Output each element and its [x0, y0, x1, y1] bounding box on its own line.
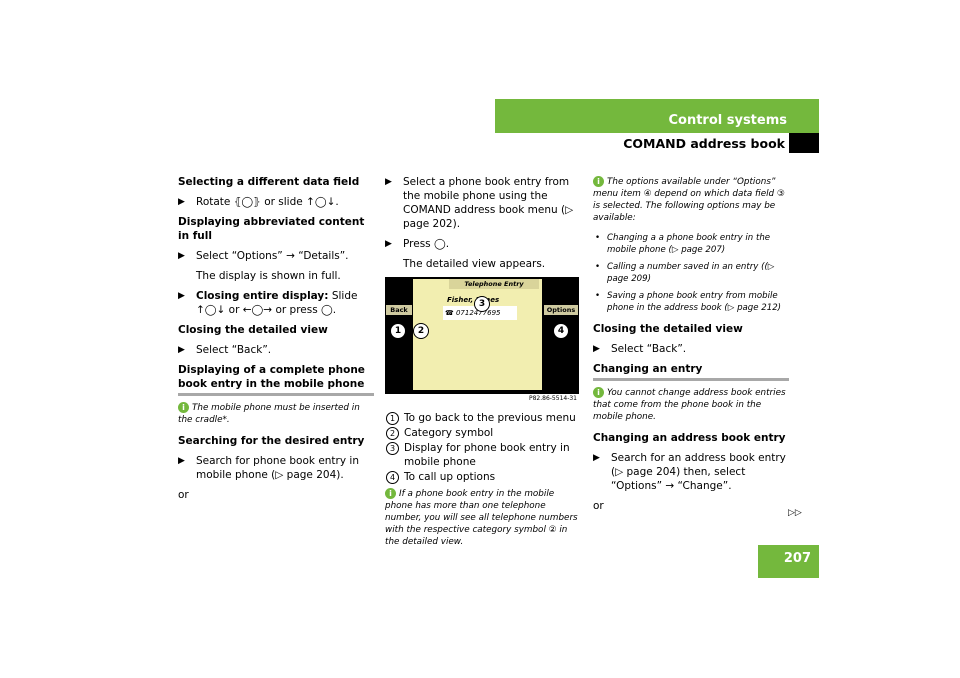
- heading-abbreviated-content: Displaying abbreviated content in full: [178, 216, 365, 242]
- callout-number: 1: [386, 412, 399, 425]
- arrow-icon: ▶: [593, 344, 600, 354]
- option-item: Saving a phone book entry from mobile ph…: [593, 290, 789, 314]
- info-text: If a phone book entry in the mobile phon…: [385, 489, 578, 547]
- arrow-icon: ▶: [385, 177, 392, 187]
- callout-1: 1: [390, 323, 406, 339]
- arrow-icon: ▶: [178, 197, 185, 207]
- telephone-entry-title: Telephone Entry: [449, 279, 539, 289]
- arrow-icon: ▶: [178, 291, 185, 301]
- info-icon: i: [593, 387, 604, 398]
- step-select-back: ▶ Select “Back”.: [178, 343, 374, 357]
- or-text: or: [178, 489, 189, 501]
- legend-text: To call up options: [404, 471, 496, 483]
- section-rule: [593, 378, 789, 381]
- legend-item: 2 Category symbol: [385, 426, 581, 440]
- result-text: The display is shown in full.: [196, 270, 341, 282]
- section-title: Control systems: [668, 113, 787, 128]
- step-rotate: ▶ Rotate ⦃◯⦄ or slide ↑◯↓.: [178, 195, 374, 209]
- step-text: Select a phone book entry from the mobil…: [403, 176, 574, 230]
- step-text: Select “Options” → “Details”.: [196, 250, 349, 262]
- section-rule: [178, 393, 374, 396]
- step-select-entry: ▶ Select a phone book entry from the mobi…: [385, 175, 581, 231]
- info-icon: i: [593, 176, 604, 187]
- subsection-title: COMAND address book: [623, 136, 785, 151]
- arrow-icon: ▶: [178, 251, 185, 261]
- callout-3: 3: [474, 296, 490, 312]
- arrow-icon: ▶: [178, 456, 185, 466]
- legend-item: 4 To call up options: [385, 470, 581, 484]
- options-list: Changing a a phone book entry in the mob…: [593, 232, 789, 314]
- heading-change-address-entry: Changing an address book entry: [593, 432, 786, 444]
- info-text: You cannot change address book entries t…: [593, 388, 786, 422]
- result-text: The detailed view appears.: [403, 258, 546, 270]
- step-press: ▶ Press ◯.: [385, 237, 581, 251]
- column-2: ▶ Select a phone book entry from the mobi…: [385, 175, 581, 556]
- page-number-box: 207: [758, 545, 819, 578]
- legend-text: Category symbol: [404, 427, 494, 439]
- or-text: or: [593, 500, 604, 512]
- phone-number-text: 0712477695: [455, 309, 501, 317]
- callout-2: 2: [413, 323, 429, 339]
- option-item: Calling a number saved in an entry ((▷ p…: [593, 261, 789, 285]
- back-softkey: Back: [386, 305, 412, 315]
- legend-text: To go back to the previous menu: [404, 412, 576, 424]
- step-text: Rotate ⦃◯⦄ or slide ↑◯↓.: [196, 196, 339, 208]
- options-softkey: Options: [544, 305, 578, 315]
- step-text: Select “Back”.: [611, 343, 687, 355]
- callout-number: 4: [386, 471, 399, 484]
- step-text: Search for phone book entry in mobile ph…: [196, 455, 359, 481]
- image-caption: P82.86-5514-31: [528, 395, 577, 402]
- info-text: The mobile phone must be inserted in the…: [178, 403, 360, 425]
- contact-name: Fisher, James: [447, 296, 500, 304]
- continued-marker: ▷▷: [788, 508, 802, 518]
- step-select-details: ▶ Select “Options” → “Details”.: [178, 249, 374, 263]
- heading-close-detailed-view: Closing the detailed view: [593, 323, 743, 335]
- step-text: Press ◯.: [403, 238, 450, 250]
- heading-search-entry: Searching for the desired entry: [178, 435, 365, 447]
- step-search-change: ▶ Search for an address book entry (▷ pag…: [593, 451, 789, 493]
- info-text: The options available under “Options” me…: [593, 177, 785, 223]
- step-close-display: ▶ Closing entire display: Slide ↑◯↓ or ←◯…: [178, 289, 374, 317]
- info-icon: i: [385, 488, 396, 499]
- info-icon: i: [178, 402, 189, 413]
- step-text: Select “Back”.: [196, 344, 272, 356]
- legend-text: Display for phone book entry in mobile p…: [404, 442, 570, 468]
- detailed-view-screenshot: Telephone Entry Fisher, James ☎ 07124776…: [385, 277, 579, 402]
- callout-number: 2: [386, 427, 399, 440]
- step-text: Slide ↑◯↓ or ←◯→ or press ◯.: [196, 290, 358, 316]
- arrow-icon: ▶: [593, 453, 600, 463]
- header-tab-marker: [789, 133, 819, 153]
- step-search: ▶ Search for phone book entry in mobile p…: [178, 454, 374, 482]
- legend-item: 3 Display for phone book entry in mobile …: [385, 441, 581, 469]
- step-bold-text: Closing entire display:: [196, 290, 329, 302]
- arrow-icon: ▶: [385, 239, 392, 249]
- heading-select-data-field: Selecting a different data field: [178, 176, 360, 188]
- legend-item: 1 To go back to the previous menu: [385, 411, 581, 425]
- screen-area: Telephone Entry Fisher, James ☎ 07124776…: [413, 279, 542, 390]
- arrow-icon: ▶: [178, 345, 185, 355]
- heading-close-detailed-view: Closing the detailed view: [178, 324, 328, 336]
- callout-4: 4: [553, 323, 569, 339]
- section-header-bar: Control systems: [495, 99, 819, 133]
- page-number: 207: [783, 551, 811, 566]
- step-select-back: ▶ Select “Back”.: [593, 342, 789, 356]
- category-icon: ☎: [445, 309, 456, 317]
- legend-list: 1 To go back to the previous menu 2 Catego…: [385, 411, 581, 484]
- step-text: Search for an address book entry (▷ page…: [611, 452, 786, 492]
- subsection-bar: COMAND address book: [495, 133, 789, 153]
- heading-display-phone-entry: Displaying of a complete phone book entr…: [178, 364, 365, 390]
- column-1: Selecting a different data field ▶ Rotate…: [178, 175, 374, 508]
- callout-number: 3: [386, 442, 399, 455]
- option-item: Changing a a phone book entry in the mob…: [593, 232, 789, 256]
- heading-changing-entry: Changing an entry: [593, 363, 703, 375]
- phone-number: ☎ 0712477695: [443, 306, 517, 320]
